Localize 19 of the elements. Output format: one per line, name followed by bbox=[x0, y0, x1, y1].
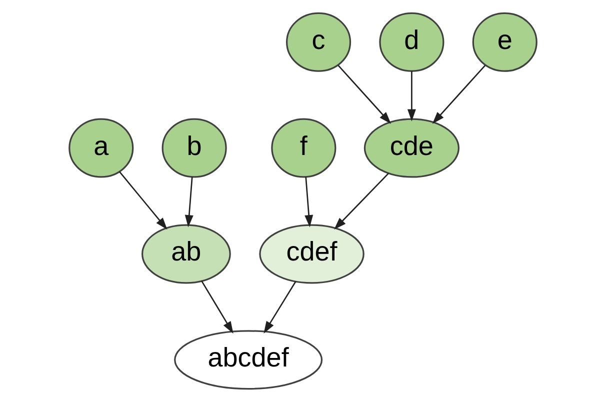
node-circle: c bbox=[286, 12, 352, 72]
node-circle: b bbox=[162, 118, 227, 178]
node-ellipse: cde bbox=[364, 118, 460, 178]
node-ellipse: cdef bbox=[259, 224, 364, 284]
node-circle: a bbox=[68, 118, 134, 178]
node-ellipse: abcdef bbox=[174, 330, 323, 390]
arrow bbox=[264, 281, 296, 334]
arrow bbox=[338, 64, 392, 124]
node-circle: d bbox=[379, 12, 444, 72]
arrow bbox=[119, 171, 168, 230]
node-ellipse: ab bbox=[142, 224, 231, 284]
arrow bbox=[200, 280, 234, 334]
arrow bbox=[304, 177, 314, 228]
node-circle: f bbox=[271, 118, 336, 178]
arrow bbox=[334, 172, 390, 230]
arrow bbox=[432, 64, 486, 124]
node-circle: e bbox=[472, 12, 538, 72]
arrow bbox=[184, 177, 194, 228]
arrow bbox=[407, 71, 416, 122]
